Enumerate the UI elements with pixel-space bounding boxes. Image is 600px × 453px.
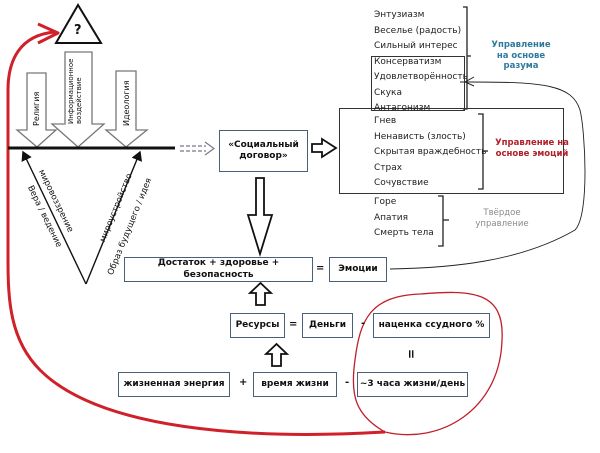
- emotion-item: Страх: [374, 162, 403, 173]
- emotion-management-note: Управление на основе эмоций: [495, 138, 569, 159]
- reason-emotion-item: Удовлетворённость: [374, 72, 468, 82]
- v-right-arrow: [85, 150, 143, 285]
- loan-interest-box: наценка ссудного %: [373, 313, 490, 338]
- emotion-bracket: [478, 113, 488, 190]
- three-hours-label: ~3 часа жизни/день: [359, 378, 466, 389]
- hard-emotion-item: Смерть тела: [374, 228, 434, 238]
- red-feedback-curve: [6, 30, 386, 436]
- social-contract-label: «Социальный договор»: [228, 139, 299, 161]
- resources-up-arrow-icon: [247, 281, 274, 306]
- dashed-arrow-icon: [180, 141, 216, 156]
- information-arrow-icon: [50, 51, 106, 148]
- red-arrowhead-icon: [37, 22, 60, 45]
- reason-emotion-item: Энтузиазм: [374, 10, 425, 20]
- equation3-operator-minus: -: [345, 377, 350, 388]
- equation2-operator-minus: -: [361, 318, 366, 329]
- life-energy-box: жизненная энергия: [118, 372, 230, 397]
- reason-emotion-item: Скука: [374, 87, 402, 98]
- reason-emotion-item: Веселье (радость): [374, 25, 462, 36]
- red-highlight-ellipse: [352, 291, 503, 436]
- social-contract-box: «Социальный договор»: [219, 130, 308, 172]
- prosperity-label: Достаток + здоровье + безопасность: [157, 258, 280, 280]
- v-left-arrow: [21, 150, 87, 285]
- reason-overlap-rect: [371, 56, 465, 111]
- emotion-item: Ненависть (злость): [374, 131, 466, 142]
- emotions-feedback-curve: [389, 81, 586, 270]
- religion-label: Религия: [32, 91, 41, 126]
- equals-vertical: =: [404, 348, 419, 360]
- emotions-box: Эмоции: [329, 257, 387, 282]
- emotion-item: Скрытая враждебность: [374, 147, 487, 157]
- reason-bracket: [463, 6, 471, 110]
- information-label: Информационное воздействие: [67, 58, 83, 124]
- question-mark: ?: [74, 23, 82, 38]
- emotions-label: Эмоции: [338, 263, 378, 274]
- contract-right-arrow-icon: [311, 137, 338, 159]
- equation2-operator-eq: =: [289, 319, 298, 330]
- ideology-arrow-icon: [104, 70, 149, 148]
- prosperity-box: Достаток + здоровье + безопасность: [124, 257, 313, 282]
- reason-emotion-item: Консерватизм: [374, 56, 442, 67]
- three-hours-box: ~3 часа жизни/день: [357, 372, 468, 397]
- loan-interest-label: наценка ссудного %: [378, 319, 485, 330]
- money-label: Деньги: [308, 319, 347, 330]
- emotion-rect: [339, 108, 564, 194]
- money-box: Деньги: [302, 313, 353, 338]
- hard-bracket: [438, 195, 449, 247]
- emotion-item: Гнев: [374, 116, 397, 126]
- life-energy-label: жизненная энергия: [123, 378, 225, 389]
- ideology-label: Идеология: [122, 80, 131, 126]
- feedback-arrowhead-icon: [463, 76, 475, 87]
- hard-management-note: Твёрдое управление: [475, 208, 529, 229]
- life-time-label: время жизни: [261, 378, 329, 389]
- reason-emotion-item: Антагонизм: [374, 103, 431, 113]
- information-label-text: Информационное воздействие: [67, 58, 84, 124]
- reason-emotion-item: Сильный интерес: [374, 41, 458, 51]
- equation1-operator: =: [316, 263, 325, 274]
- life-up-arrow-icon: [263, 342, 290, 367]
- reason-management-note: Управление на основе разума: [491, 40, 551, 72]
- emotion-item: Сочувствие: [374, 178, 429, 188]
- contract-down-arrow-icon: [246, 177, 274, 258]
- hard-emotion-item: Горе: [374, 197, 397, 207]
- hard-emotion-item: Апатия: [374, 212, 409, 223]
- equation3-operator-plus: +: [239, 377, 248, 388]
- question-triangle-icon: [54, 3, 103, 44]
- religion-arrow-icon: [15, 72, 58, 148]
- resources-box: Ресурсы: [230, 313, 285, 338]
- life-time-box: время жизни: [253, 372, 337, 397]
- resources-label: Ресурсы: [235, 319, 280, 330]
